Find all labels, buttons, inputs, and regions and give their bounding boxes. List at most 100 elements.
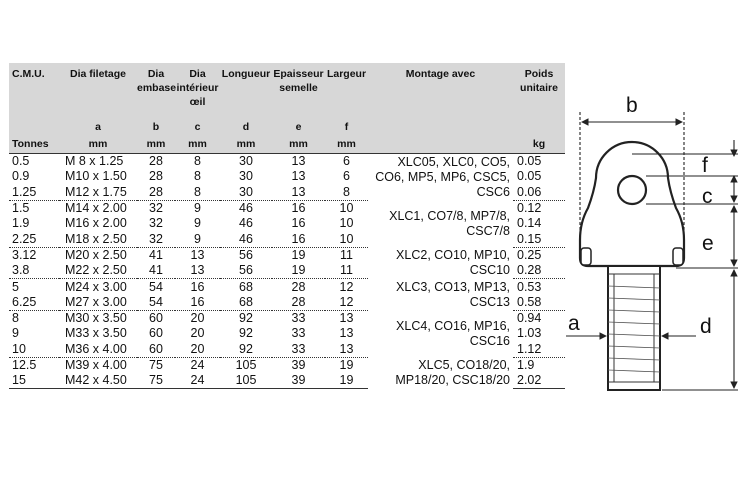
- cmu-cell: 6.25: [9, 294, 59, 311]
- thread-cell: M30 x 3.50: [65, 311, 127, 326]
- poids-cell: 1.9: [517, 358, 535, 372]
- cmu-cell: 9: [12, 326, 19, 341]
- header-dia-interieur: Dia intérieur œil: [175, 63, 220, 119]
- poids-cell: 0.15: [513, 231, 565, 248]
- cmu-cell: 1.9: [12, 216, 30, 231]
- dia-embase-cell: 60: [149, 311, 163, 326]
- dia-interieur-cell: 24: [175, 373, 220, 390]
- thread-cell: M22 x 2.50: [59, 263, 137, 280]
- longueur-cell: 30: [239, 169, 253, 184]
- largeur-cell: 19: [339, 358, 354, 372]
- letter-cell: c: [175, 119, 220, 136]
- cmu-cell: 8: [12, 311, 19, 326]
- dia-interieur-cell: 20: [175, 341, 220, 358]
- longueur-cell: 105: [220, 373, 272, 390]
- cmu-cell: 1.5: [12, 201, 30, 216]
- dia-interieur-cell: 13: [175, 263, 220, 280]
- largeur-cell: 13: [339, 326, 354, 341]
- epaisseur-cell: 39: [272, 373, 325, 390]
- largeur-cell: 12: [339, 279, 354, 294]
- largeur-cell: 11: [340, 247, 353, 262]
- thread-cell: M24 x 3.00: [65, 279, 127, 294]
- longueur-cell: 46: [239, 216, 253, 231]
- unit-cell: kg: [513, 136, 565, 154]
- epaisseur-cell: 16: [291, 201, 306, 216]
- letter-cell: [368, 119, 513, 136]
- longueur-cell: 30: [239, 154, 253, 169]
- cmu-cell: 1.25: [9, 184, 59, 201]
- unit-cell: mm: [325, 136, 368, 154]
- header-largeur: Largeur: [325, 63, 368, 119]
- dia-interieur-cell: 9: [175, 231, 220, 248]
- largeur-cell: 6: [343, 154, 350, 169]
- thread-cell: M18 x 2.50: [59, 231, 137, 248]
- eyebolt-diagram: b f c e a d: [566, 94, 738, 391]
- dim-label-d: d: [700, 315, 712, 338]
- dia-interieur-cell: 24: [190, 358, 205, 372]
- header-montage: Montage avec: [368, 63, 513, 119]
- header-row: C.M.U. Dia filetage Dia embase Dia intér…: [9, 63, 565, 119]
- largeur-cell: 11: [325, 263, 368, 280]
- dia-embase-cell: 54: [137, 294, 175, 311]
- poids-cell: 2.02: [513, 373, 565, 390]
- thread-cell: M36 x 4.00: [59, 341, 137, 358]
- dia-interieur-cell: 20: [190, 311, 205, 326]
- dia-embase-cell: 32: [149, 201, 163, 216]
- montage-cell: XLC05, XLC0, CO5, CO6, MP5, MP6, CSC5, C…: [375, 154, 510, 199]
- epaisseur-cell: 33: [291, 326, 306, 341]
- cmu-cell: 12.5: [12, 358, 37, 372]
- dia-interieur-cell: 8: [194, 154, 201, 169]
- header-dia-embase: Dia embase: [137, 63, 176, 119]
- largeur-cell: 6: [343, 169, 350, 184]
- dia-embase-cell: 28: [149, 169, 163, 184]
- longueur-cell: 30: [220, 184, 272, 201]
- letter-cell: e: [272, 119, 325, 136]
- thread-cell: M16 x 2.00: [65, 216, 127, 231]
- dia-embase-cell: 41: [149, 247, 163, 262]
- dim-label-c: c: [702, 185, 713, 208]
- letter-cell: [513, 119, 565, 136]
- dia-interieur-cell: 16: [190, 279, 205, 294]
- longueur-cell: 92: [239, 326, 253, 341]
- longueur-cell: 68: [239, 279, 253, 294]
- longueur-cell: 92: [220, 341, 272, 358]
- header-epaisseur: Epaisseur semelle: [272, 63, 325, 119]
- letter-cell: f: [325, 119, 368, 136]
- dia-embase-cell: 28: [149, 154, 163, 169]
- epaisseur-cell: 28: [272, 294, 325, 311]
- unit-cell: mm: [175, 136, 220, 154]
- dia-embase-cell: 32: [149, 216, 163, 231]
- largeur-cell: 12: [325, 294, 368, 311]
- eyebolt-drawing: [578, 140, 686, 391]
- specs-table-container: C.M.U. Dia filetage Dia embase Dia intér…: [9, 63, 565, 390]
- longueur-cell: 92: [239, 311, 253, 326]
- dimension-labels: b f c e a d: [568, 94, 714, 338]
- cmu-cell: 0.5: [12, 154, 30, 169]
- epaisseur-cell: 33: [291, 311, 306, 326]
- largeur-cell: 10: [339, 201, 354, 216]
- dia-embase-cell: 60: [149, 326, 163, 341]
- poids-cell: 0.14: [517, 216, 542, 231]
- dia-interieur-cell: 8: [175, 184, 220, 201]
- poids-cell: 0.28: [513, 263, 565, 280]
- specs-table: C.M.U. Dia filetage Dia embase Dia intér…: [9, 63, 565, 390]
- thread-cell: M27 x 3.00: [59, 294, 137, 311]
- letter-cell: d: [220, 119, 272, 136]
- thread-cell: M12 x 1.75: [59, 184, 137, 201]
- dia-interieur-cell: 9: [194, 201, 201, 216]
- header-cmu: C.M.U.: [9, 63, 59, 119]
- dia-interieur-cell: 8: [194, 169, 201, 184]
- longueur-cell: 46: [239, 201, 253, 216]
- cmu-cell: 3.8: [9, 263, 59, 280]
- cmu-cell: 15: [9, 373, 59, 390]
